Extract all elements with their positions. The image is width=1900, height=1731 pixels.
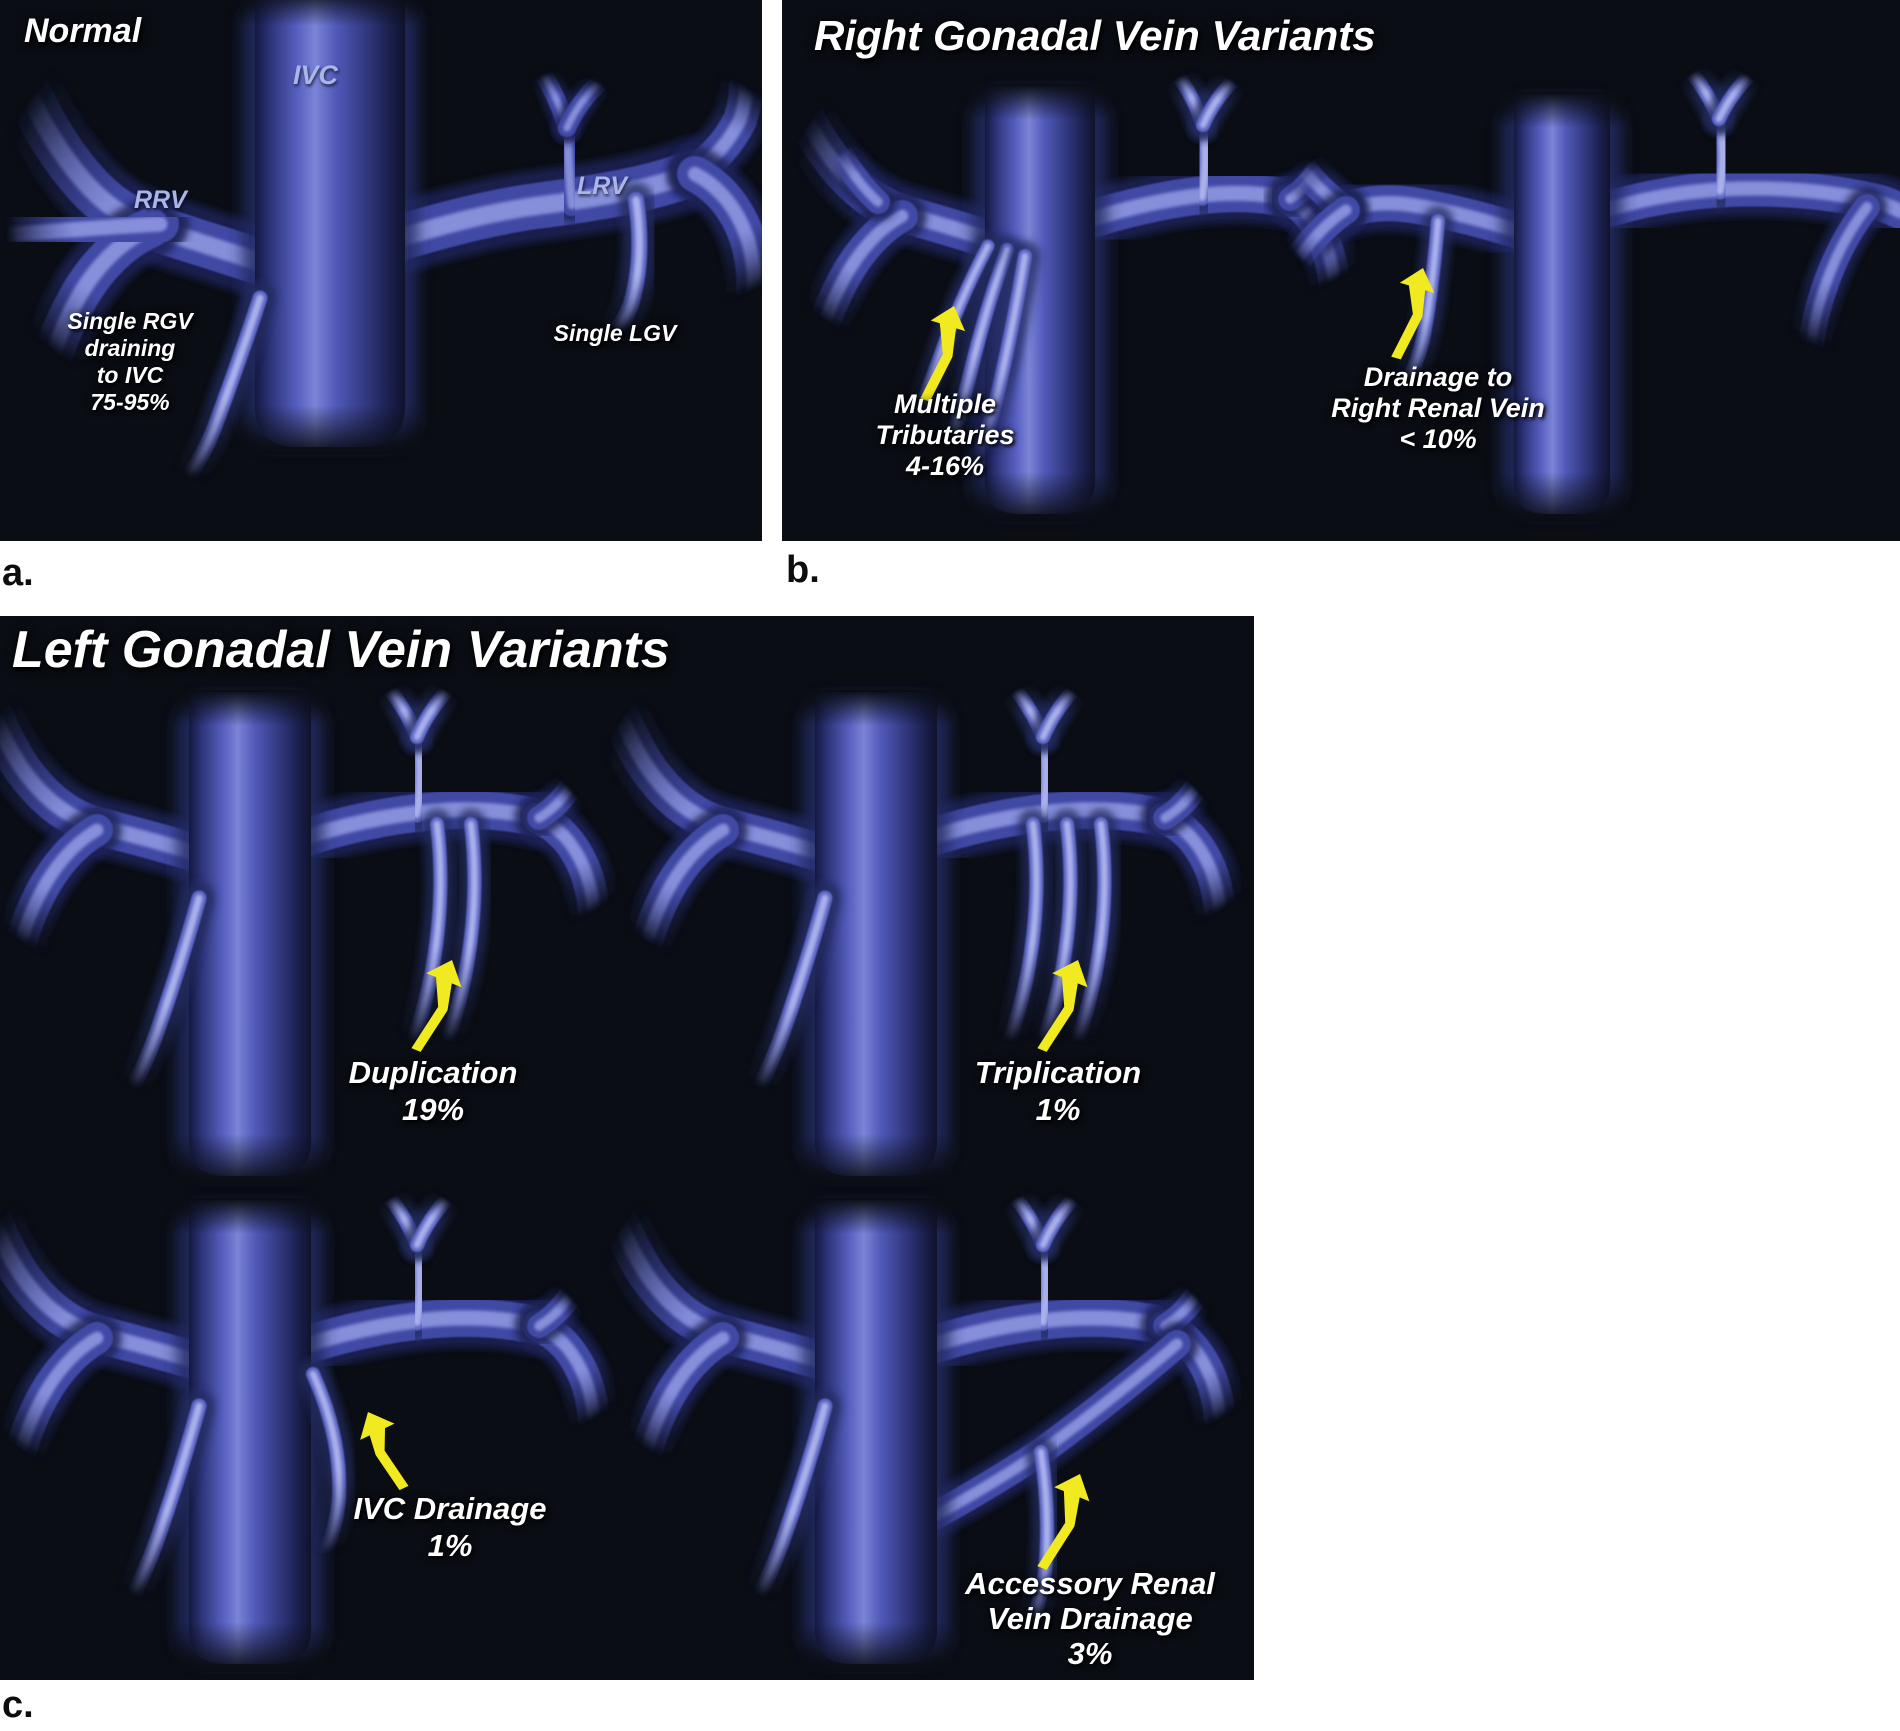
annotation-line: Accessory Renal [965, 1566, 1215, 1601]
figure-label-a: a. [2, 552, 34, 594]
vein-label-rrv: RRV [134, 186, 187, 214]
annotation-line: to IVC [96, 362, 164, 388]
annotation-line: Right Renal Vein [1331, 393, 1545, 423]
annotation-line: Duplication [348, 1055, 518, 1090]
annotation-single-rgv: Single RGV draining to IVC 75-95% [40, 308, 220, 416]
vein-illustration-right-variants [782, 57, 1900, 522]
annotation-line: Multiple [894, 389, 996, 419]
panel-b-title: Right Gonadal Vein Variants [814, 12, 1376, 59]
vein-illustration-left-variants [0, 674, 1245, 1672]
annotation-line: Vein Drainage [987, 1601, 1193, 1636]
annotation-ivc-drainage: IVC Drainage 1% [330, 1490, 570, 1564]
annotation-multiple-tributaries: Multiple Tributaries 4-16% [845, 389, 1045, 482]
annotation-line: 19% [401, 1092, 465, 1127]
annotation-line: Single RGV [67, 308, 193, 334]
panel-b-right-gonadal-variants: Right Gonadal Vein Variants Multiple Tri… [782, 0, 1900, 541]
annotation-line: < 10% [1399, 424, 1477, 454]
annotation-line: 1% [1035, 1092, 1081, 1127]
annotation-drainage-right-renal: Drainage to Right Renal Vein < 10% [1298, 362, 1578, 455]
annotation-line: 4-16% [905, 451, 985, 481]
annotation-line: Tributaries [875, 420, 1015, 450]
panel-c-title: Left Gonadal Vein Variants [12, 621, 670, 679]
annotation-line: Single LGV [553, 320, 677, 346]
annotation-line: IVC Drainage [353, 1491, 547, 1526]
annotation-accessory-renal: Accessory Renal Vein Drainage 3% [950, 1566, 1230, 1671]
panel-a-title: Normal [24, 12, 142, 50]
annotation-line: Drainage to [1363, 362, 1513, 392]
panel-a-normal: Normal IVC RRV LRV Single RGV draining t… [0, 0, 762, 541]
annotation-line: draining [84, 335, 176, 361]
annotation-single-lgv: Single LGV [515, 320, 715, 347]
vein-illustration-normal [0, 0, 762, 494]
vein-label-ivc: IVC [293, 60, 339, 90]
figure-label-b: b. [786, 549, 820, 591]
annotation-triplication: Triplication 1% [958, 1054, 1158, 1128]
annotation-line: 1% [427, 1528, 473, 1563]
annotation-line: Triplication [974, 1055, 1142, 1090]
figure-label-c: c. [2, 1684, 34, 1726]
annotation-line: 75-95% [90, 389, 170, 415]
panel-c-left-gonadal-variants: Left Gonadal Vein Variants Duplication 1… [0, 616, 1254, 1680]
vein-label-lrv: LRV [577, 172, 627, 200]
annotation-duplication: Duplication 19% [333, 1054, 533, 1128]
annotation-line: 3% [1067, 1636, 1113, 1671]
